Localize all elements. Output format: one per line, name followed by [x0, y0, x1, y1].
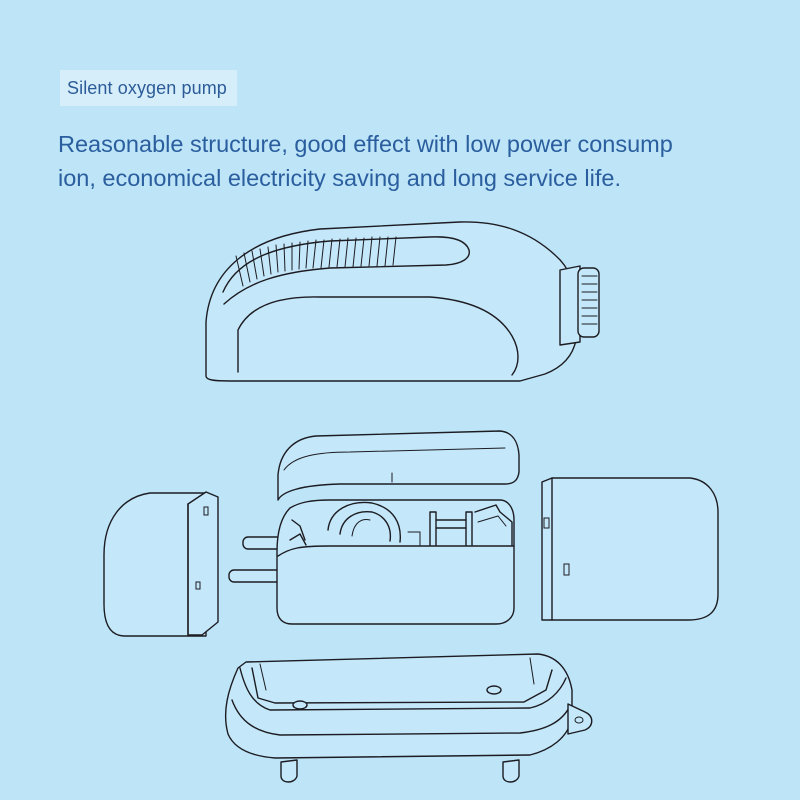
rubber-foot [281, 760, 297, 782]
motor-coil-icon [328, 502, 400, 542]
pump-core [229, 500, 514, 624]
headline-text: Reasonable structure, good effect with l… [58, 127, 688, 195]
product-tag: Silent oxygen pump [60, 70, 237, 106]
right-end-cap [542, 478, 718, 620]
headline-line-1: Reasonable structure, good effect with l… [58, 131, 673, 157]
product-tag-label: Silent oxygen pump [67, 78, 227, 98]
mounting-tab [568, 704, 592, 734]
base-housing [226, 654, 592, 782]
vent-grille [236, 237, 396, 286]
inner-lid [278, 431, 519, 500]
top-cover [206, 222, 599, 381]
adjustment-knob-icon [560, 266, 599, 345]
left-end-cap [104, 492, 218, 636]
electromagnet-assembly [408, 505, 512, 545]
screw-post [293, 701, 307, 709]
headline-line-2: ion, economical electricity saving and l… [58, 165, 621, 191]
rubber-foot [503, 760, 519, 782]
screw-post [487, 686, 501, 694]
